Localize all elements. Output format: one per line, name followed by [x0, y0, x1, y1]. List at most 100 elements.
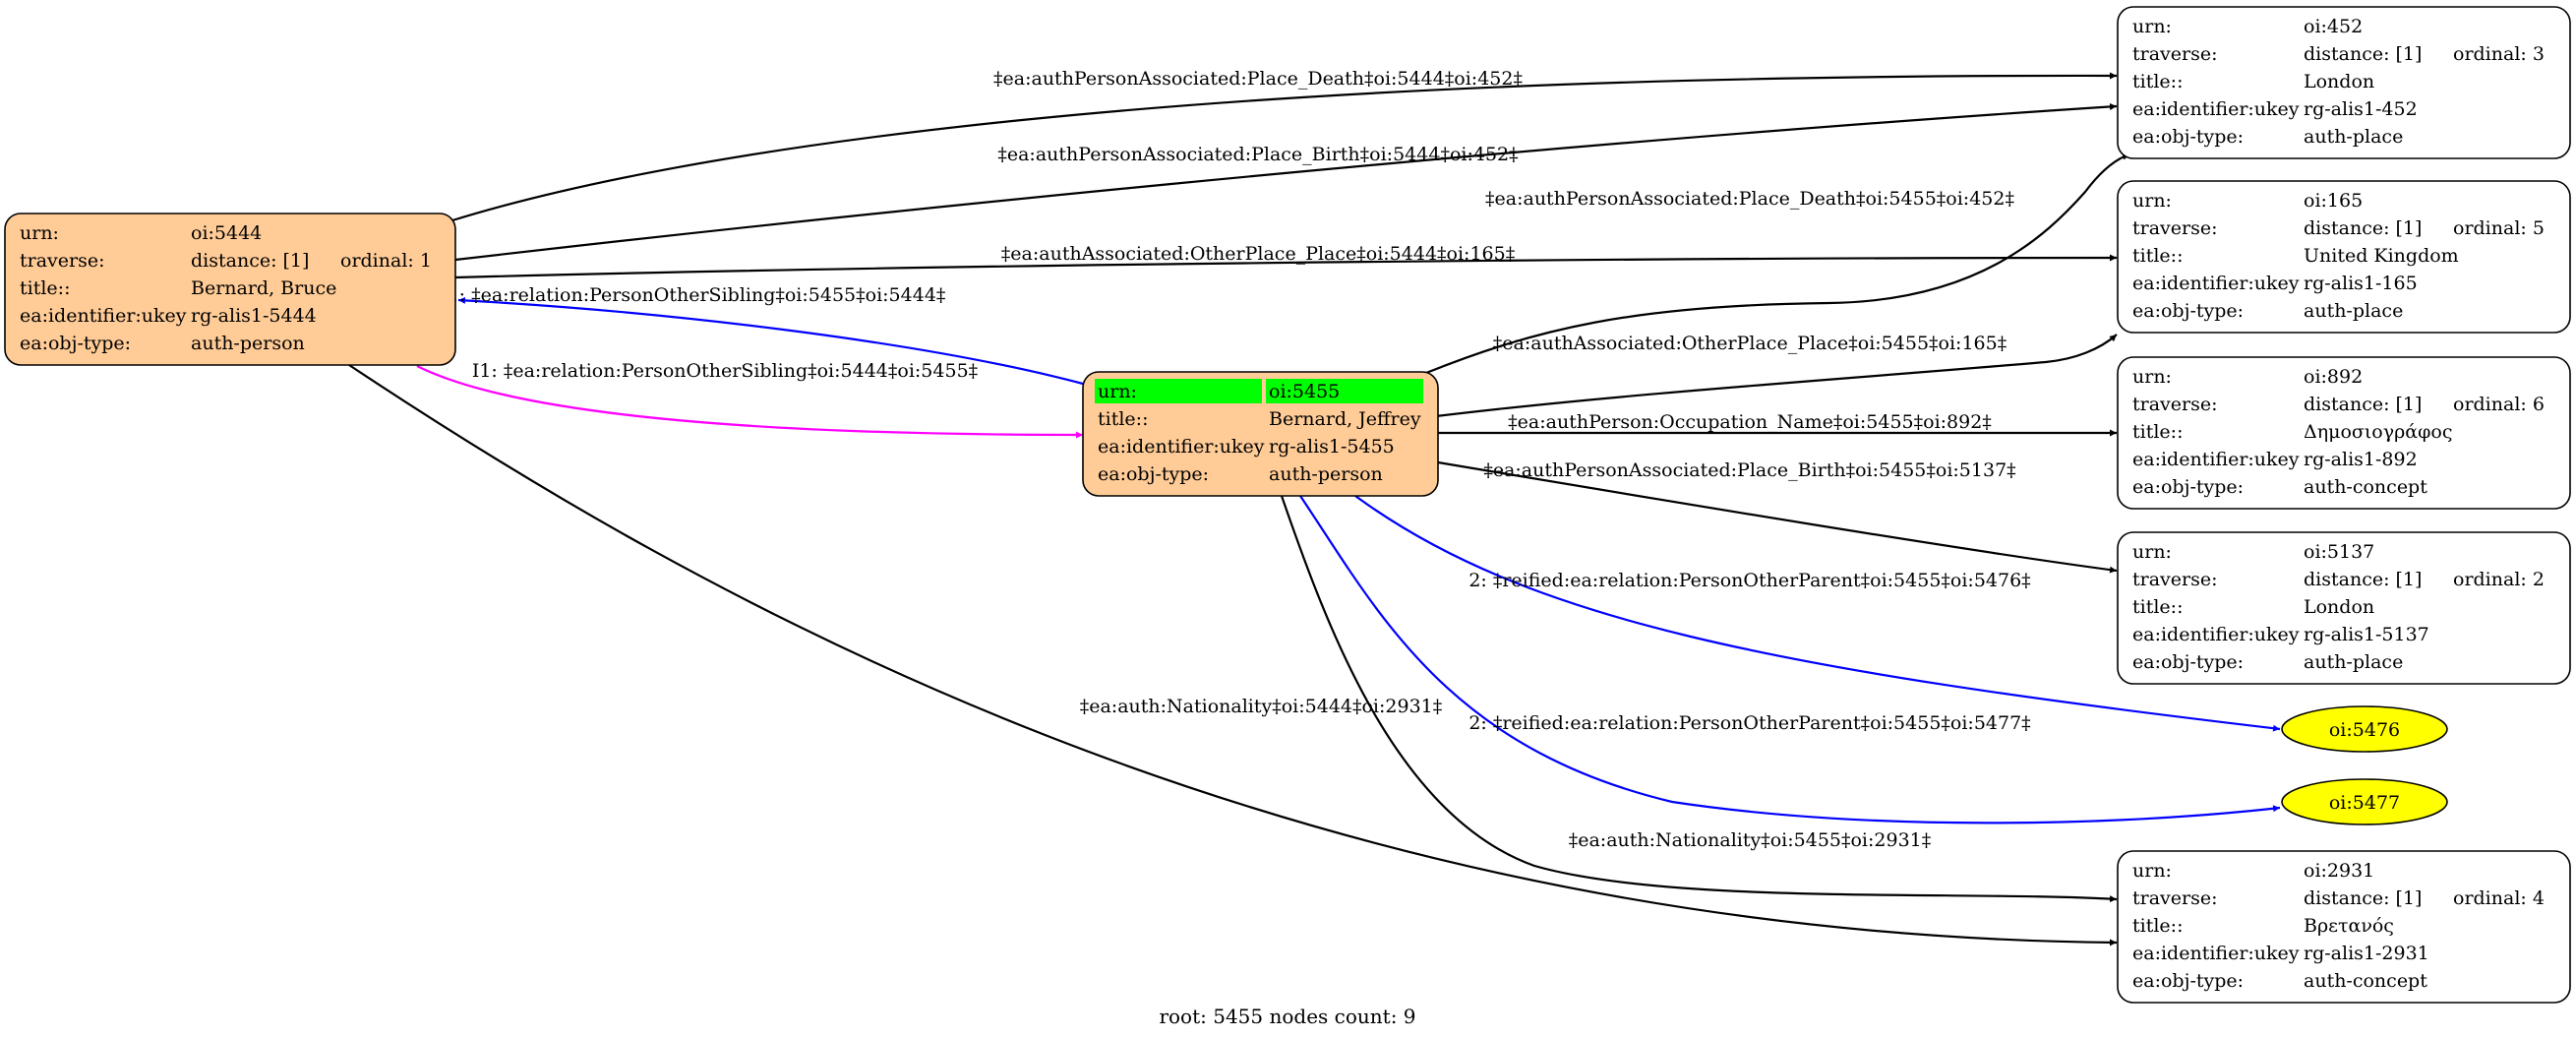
node-oi-5137-row-value: distance: [1] — [2304, 569, 2422, 590]
edge-label-other-place-5444-165: ‡ea:authAssociated:OtherPlace_Place‡oi:5… — [1001, 243, 1515, 265]
node-oi-5476-label: oi:5476 — [2329, 719, 2400, 741]
node-oi-5444-row-value: Bernard, Bruce — [191, 277, 336, 299]
node-oi-5137-row-value: rg-alis1-5137 — [2304, 624, 2429, 645]
node-oi-5444-row-value: rg-alis1-5444 — [191, 305, 317, 327]
node-oi-452[interactable]: urn: oi:452 traverse: distance: [1] ordinal:… — [2117, 6, 2571, 159]
edge-place-birth-5455-5137 — [1437, 460, 2118, 574]
edge-label-place-birth-5444-452: ‡ea:authPersonAssociated:Place_Birth‡oi:… — [997, 144, 1518, 165]
edge-place-death-5444-452 — [451, 72, 2118, 222]
node-oi-5477[interactable]: oi:5477 — [2281, 778, 2448, 825]
edge-label-nationality-5444-2931: ‡ea:auth:Nationality‡oi:5444‡oi:2931‡ — [1080, 696, 1443, 717]
node-oi-5477-shape — [2281, 778, 2448, 825]
node-oi-5455-highlight-key — [1095, 379, 1262, 403]
node-oi-892-row-ordinal: ordinal: 6 — [2453, 394, 2545, 415]
node-oi-5455-row-key: ea:obj-type: — [1098, 463, 1209, 485]
edge-label-place-death-5455-452: ‡ea:authPersonAssociated:Place_Death‡oi:… — [1485, 188, 2014, 210]
node-oi-165-row-value: distance: [1] — [2304, 217, 2422, 239]
node-oi-5455-row-key: urn: — [1098, 381, 1137, 402]
edge-label-nationality-5455-2931: ‡ea:auth:Nationality‡oi:5455‡oi:2931‡ — [1569, 829, 1932, 851]
node-oi-892-row-key: ea:obj-type: — [2132, 476, 2244, 498]
node-oi-892-row-value: auth-concept — [2304, 476, 2427, 498]
node-oi-5455-row-value: auth-person — [1269, 463, 1383, 485]
edge-label-parent-5455-5477: 2: ‡reified:ea:relation:PersonOtherParen… — [1468, 712, 2030, 734]
node-oi-452-row-key: urn: — [2132, 16, 2172, 37]
node-oi-5444-row-ordinal: ordinal: 1 — [340, 250, 432, 272]
node-oi-452-row-key: traverse: — [2132, 43, 2218, 65]
edge-place-birth-5444-452 — [454, 102, 2118, 262]
node-oi-5455-row-key: title:: — [1098, 408, 1148, 430]
node-oi-5137-row-key: urn: — [2132, 541, 2172, 563]
node-oi-5137-row-key: traverse: — [2132, 569, 2218, 590]
node-oi-2931-row-key: ea:identifier:ukey — [2132, 943, 2300, 964]
edge-sibling-5455-5444 — [457, 296, 1084, 386]
node-oi-2931-box — [2117, 850, 2571, 1004]
node-oi-892-row-key: ea:identifier:ukey — [2132, 449, 2300, 470]
node-oi-2931-row-value: Βρετανός — [2304, 915, 2394, 937]
node-oi-165-row-value: United Kingdom — [2304, 245, 2459, 267]
node-oi-452-row-value: London — [2304, 71, 2374, 92]
node-oi-165-row-value: auth-place — [2304, 300, 2403, 322]
node-oi-892-row-key: urn: — [2132, 366, 2172, 388]
graph-footer: root: 5455 nodes count: 9 — [1159, 1005, 1415, 1028]
edge-label-place-death-5444-452: ‡ea:authPersonAssociated:Place_Death‡oi:… — [993, 68, 1523, 90]
node-oi-2931-row-key: urn: — [2132, 860, 2172, 882]
edge-label-occupation-5455-892: ‡ea:authPerson:Occupation_Name‡oi:5455‡o… — [1508, 411, 1992, 433]
node-oi-165-row-key: urn: — [2132, 190, 2172, 212]
edge-labels: ‡ea:authPersonAssociated:Place_Death‡oi:… — [448, 68, 2031, 851]
node-oi-5444-row-key: title:: — [20, 277, 70, 299]
node-oi-5137-row-value: London — [2304, 596, 2374, 618]
node-oi-452-row-ordinal: ordinal: 3 — [2453, 43, 2545, 65]
node-oi-165-box — [2117, 180, 2571, 334]
node-oi-5444-row-value: auth-person — [191, 333, 305, 354]
node-oi-892-row-key: title:: — [2132, 421, 2183, 443]
node-oi-2931-row-ordinal: ordinal: 4 — [2453, 887, 2545, 909]
edge-parent-5455-5477 — [1299, 495, 2281, 824]
node-oi-165-row-key: ea:obj-type: — [2132, 300, 2244, 322]
node-oi-452-row-value: distance: [1] — [2304, 43, 2422, 65]
node-oi-5455-row-value: rg-alis1-5455 — [1269, 436, 1395, 458]
edge-label-sibling-5444-5455: I1: ‡ea:relation:PersonOtherSibling‡oi:5… — [472, 360, 978, 382]
node-oi-452-row-value: auth-place — [2304, 126, 2403, 148]
node-oi-5444-box — [4, 213, 456, 366]
edge-place-death-5455-452 — [1425, 153, 2130, 375]
node-oi-892-row-value: Δημοσιογράφος — [2304, 421, 2453, 443]
node-oi-892-row-value: rg-alis1-892 — [2304, 449, 2418, 470]
node-oi-5444-row-value: distance: [1] — [191, 250, 309, 272]
node-oi-165-row-key: ea:identifier:ukey — [2132, 273, 2300, 294]
node-oi-165-row-value: rg-alis1-165 — [2304, 273, 2418, 294]
node-oi-2931-row-value: oi:2931 — [2304, 860, 2374, 882]
node-oi-165-row-ordinal: ordinal: 5 — [2453, 217, 2545, 239]
edge-label-other-place-5455-165: ‡ea:authAssociated:OtherPlace_Place‡oi:5… — [1493, 333, 2007, 354]
edge-label-place-birth-5455-5137: ‡ea:authPersonAssociated:Place_Birth‡oi:… — [1483, 459, 2015, 481]
node-oi-892-row-value: distance: [1] — [2304, 394, 2422, 415]
node-oi-892-row-value: oi:892 — [2304, 366, 2363, 388]
node-oi-5444-row-key: traverse: — [20, 250, 105, 272]
edge-nationality-5444-2931 — [348, 364, 2118, 946]
node-oi-452-row-key: ea:obj-type: — [2132, 126, 2244, 148]
node-oi-5455-row-value: oi:5455 — [1269, 381, 1340, 402]
node-oi-2931-row-key: traverse: — [2132, 887, 2218, 909]
edge-label-parent-5455-5476: 2: ‡reified:ea:relation:PersonOtherParen… — [1468, 570, 2030, 591]
node-oi-5137-row-value: oi:5137 — [2304, 541, 2374, 563]
node-oi-5137-box — [2117, 531, 2571, 685]
node-oi-5455-row-key: ea:identifier:ukey — [1098, 436, 1265, 458]
node-oi-5476[interactable]: oi:5476 — [2281, 705, 2448, 753]
node-oi-5477-label: oi:5477 — [2329, 792, 2400, 814]
edge-parent-5455-5476 — [1354, 495, 2281, 732]
node-oi-5137-row-key: ea:identifier:ukey — [2132, 624, 2300, 645]
edges — [348, 72, 2281, 946]
node-oi-452-row-value: rg-alis1-452 — [2304, 98, 2418, 120]
node-oi-5444-row-key: urn: — [20, 222, 59, 244]
node-oi-2931-row-key: title:: — [2132, 915, 2183, 937]
node-oi-452-row-value: oi:452 — [2304, 16, 2363, 37]
node-oi-892-box — [2117, 356, 2571, 510]
node-oi-5137-row-value: auth-place — [2304, 651, 2403, 673]
node-oi-5455-highlight-value — [1266, 379, 1423, 403]
